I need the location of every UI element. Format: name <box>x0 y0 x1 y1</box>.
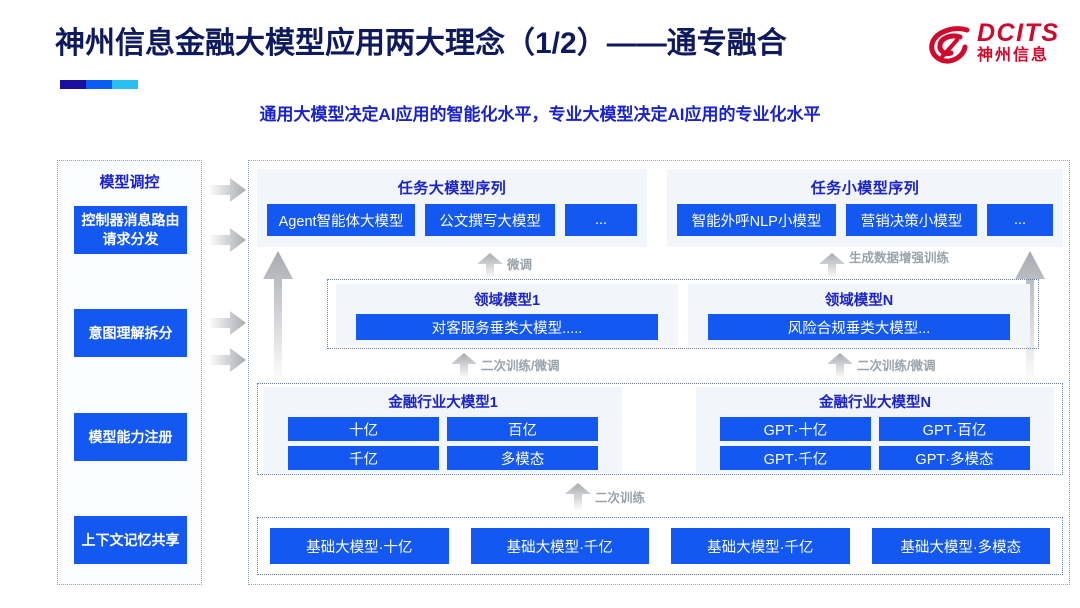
arrow-label-retrain: 二次训练 <box>595 491 646 505</box>
chip-task-big-more[interactable]: ... <box>565 204 637 236</box>
chip-ind1-multimodal[interactable]: 多模态 <box>447 446 598 470</box>
control-item-router[interactable]: 控制器消息路由请求分发 <box>74 206 187 254</box>
industry-model-1-title: 金融行业大模型1 <box>388 395 498 411</box>
arrow-up-icon-left-long <box>263 251 293 383</box>
arrow-up-icon-retrain-center <box>565 483 591 511</box>
panel-task-big-chips: Agent智能体大模型 公文撰写大模型 ... <box>257 198 647 246</box>
chip-ind1-hundred-billion[interactable]: 千亿 <box>288 446 439 470</box>
chip-indn-gpt-ten-billion[interactable]: GPT·百亿 <box>879 417 1030 441</box>
control-column: 模型调控 控制器消息路由请求分发 意图理解拆分 模型能力注册 上下文记忆共享 <box>57 160 202 585</box>
chip-domain-model-1[interactable]: 对客服务垂类大模型..... <box>356 314 658 340</box>
arrow-up-icon-finetune-left <box>477 253 503 279</box>
band-industry-models: 金融行业大模型1 十亿 百亿 千亿 多模态 金融行业大模型N GPT·十亿 GP… <box>257 383 1063 475</box>
chip-outbound-nlp-model[interactable]: 智能外呼NLP小模型 <box>677 204 836 236</box>
page-subtitle: 通用大模型决定AI应用的智能化水平，专业大模型决定AI应用的专业化水平 <box>259 105 821 124</box>
arrow-label-finetune: 微调 <box>507 258 533 272</box>
card-domain-model-1: 领域模型1 对客服务垂类大模型..... <box>336 284 678 346</box>
chip-indn-gpt-hundred-billion[interactable]: GPT·千亿 <box>720 446 871 470</box>
arrow-up-icon-retrain-right <box>827 353 853 379</box>
band-base-models: 基础大模型·十亿 基础大模型·千亿 基础大模型·千亿 基础大模型·多模态 <box>257 517 1063 575</box>
domain-model-n-title: 领域模型N <box>824 293 894 309</box>
control-item-context[interactable]: 上下文记忆共享 <box>74 516 187 564</box>
domain-model-1-title: 领域模型1 <box>473 293 541 309</box>
architecture-diagram: 任务大模型序列 Agent智能体大模型 公文撰写大模型 ... 任务小模型序列 … <box>248 160 1070 585</box>
logo-swirl-icon <box>927 24 973 68</box>
arrow-right-icon-2 <box>208 228 246 252</box>
logo-wordmark: DCITS <box>977 19 1060 47</box>
industry-model-n-chips: GPT·十亿 GPT·百亿 GPT·千亿 GPT·多模态 <box>696 412 1054 470</box>
card-industry-model-n: 金融行业大模型N GPT·十亿 GPT·百亿 GPT·千亿 GPT·多模态 <box>696 387 1054 473</box>
panel-task-small-chips: 智能外呼NLP小模型 营销决策小模型 ... <box>667 198 1063 246</box>
chip-base-hundred-billion-2[interactable]: 基础大模型·千亿 <box>671 528 850 564</box>
arrow-right-icon-3 <box>208 311 246 335</box>
arrow-label-retrain-finetune-right: 二次训练/微调 <box>857 359 936 373</box>
card-domain-model-n: 领域模型N 风险合规垂类大模型... <box>688 284 1030 346</box>
arrow-label-data-augment: 生成数据增强训练 <box>849 251 950 265</box>
chip-marketing-decision-model[interactable]: 营销决策小模型 <box>845 204 977 236</box>
panel-task-small-models: 任务小模型序列 智能外呼NLP小模型 营销决策小模型 ... <box>667 169 1063 247</box>
arrow-label-retrain-finetune-left: 二次训练/微调 <box>481 359 560 373</box>
control-item-registry[interactable]: 模型能力注册 <box>74 413 187 461</box>
brand-logo: DCITS 神州信息 <box>927 18 1062 76</box>
arrow-up-icon-retrain-left <box>451 353 477 379</box>
panel-task-big-models: 任务大模型序列 Agent智能体大模型 公文撰写大模型 ... <box>257 169 647 247</box>
arrow-right-icon-4 <box>208 348 246 372</box>
panel-task-small-title: 任务小模型序列 <box>810 180 920 197</box>
chip-document-model[interactable]: 公文撰写大模型 <box>425 204 555 236</box>
arrow-up-icon-data-augment <box>819 253 845 279</box>
card-industry-model-1: 金融行业大模型1 十亿 百亿 千亿 多模态 <box>264 387 622 473</box>
chip-indn-gpt-billion[interactable]: GPT·十亿 <box>720 417 871 441</box>
logo-chinese-name: 神州信息 <box>977 47 1050 64</box>
chip-agent-model[interactable]: Agent智能体大模型 <box>267 204 416 236</box>
industry-model-1-chips: 十亿 百亿 千亿 多模态 <box>264 412 622 470</box>
chip-indn-gpt-multimodal[interactable]: GPT·多模态 <box>879 446 1030 470</box>
control-item-intent[interactable]: 意图理解拆分 <box>74 309 187 357</box>
chip-base-billion[interactable]: 基础大模型·十亿 <box>270 528 449 564</box>
chip-ind1-billion[interactable]: 十亿 <box>288 417 439 441</box>
chip-base-hundred-billion-1[interactable]: 基础大模型·千亿 <box>470 528 649 564</box>
band-domain-models: 领域模型1 对客服务垂类大模型..... 领域模型N 风险合规垂类大模型... <box>327 279 1039 349</box>
control-column-title: 模型调控 <box>99 174 160 191</box>
chip-base-multimodal[interactable]: 基础大模型·多模态 <box>871 528 1050 564</box>
chip-ind1-ten-billion[interactable]: 百亿 <box>447 417 598 441</box>
arrow-right-icon-1 <box>208 178 246 202</box>
base-models-row: 基础大模型·十亿 基础大模型·千亿 基础大模型·千亿 基础大模型·多模态 <box>258 518 1062 574</box>
industry-model-n-title: 金融行业大模型N <box>819 395 931 411</box>
panel-task-big-title: 任务大模型序列 <box>397 180 507 197</box>
arrow-up-icon-right-long <box>1015 251 1045 383</box>
chip-task-small-more[interactable]: ... <box>987 204 1053 236</box>
page-title: 神州信息金融大模型应用两大理念（1/2）——通专融合 <box>55 27 787 60</box>
title-accent-bar <box>60 80 138 89</box>
chip-domain-model-n[interactable]: 风险合规垂类大模型... <box>708 314 1010 340</box>
